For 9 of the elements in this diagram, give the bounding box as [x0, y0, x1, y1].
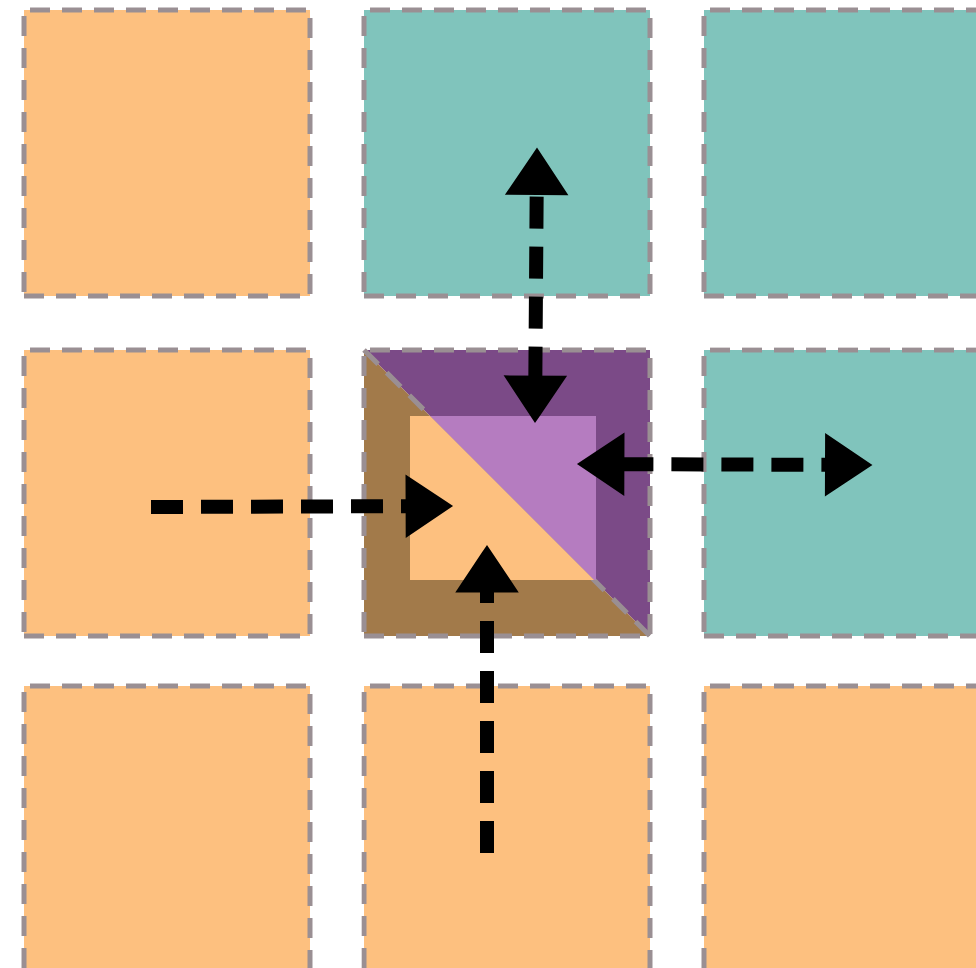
inner-square	[410, 416, 596, 580]
grid-square	[701, 347, 976, 639]
grid-square	[701, 7, 976, 299]
grid-square	[21, 683, 313, 968]
grid-square	[21, 7, 313, 299]
grid-square	[21, 347, 313, 639]
grid-square	[361, 7, 653, 299]
grid-square	[701, 683, 976, 968]
grid-square	[361, 683, 653, 968]
